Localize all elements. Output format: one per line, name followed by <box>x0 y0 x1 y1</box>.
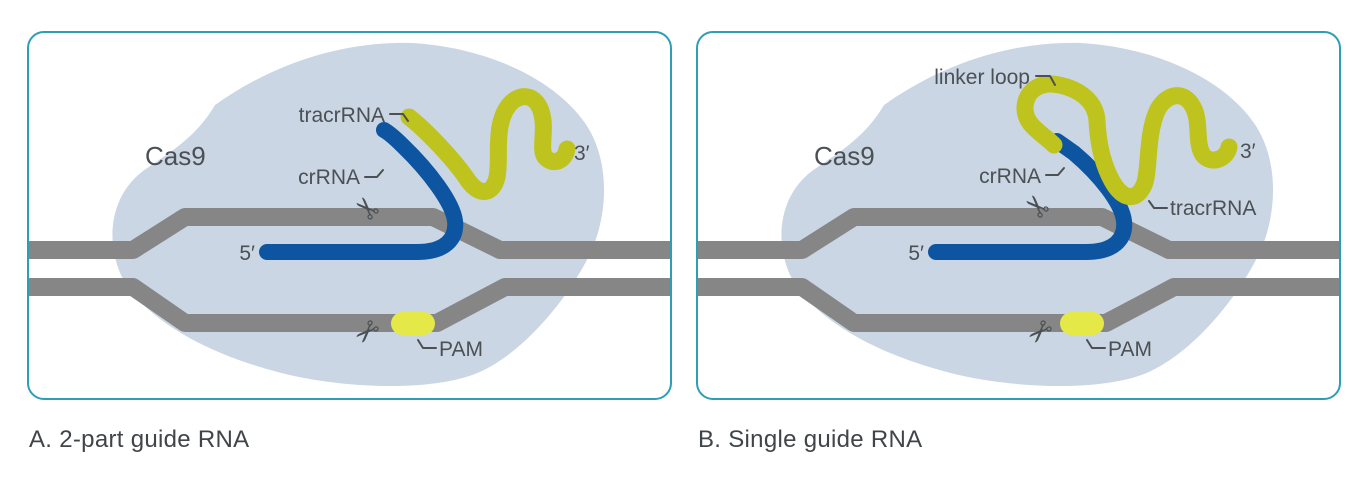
cas9-label: Cas9 <box>145 141 206 171</box>
panel-a-border <box>27 31 672 400</box>
pam-site <box>1060 312 1104 335</box>
panel-b-border <box>696 31 1341 400</box>
linker-loop-label-connector <box>1035 75 1056 86</box>
three-prime-label: 3′ <box>574 142 590 165</box>
pam-label-connector <box>417 339 437 349</box>
tracrrna-label: tracrRNA <box>299 104 385 127</box>
dna-bottom-strand <box>696 278 1341 332</box>
pam-label: PAM <box>1108 338 1152 361</box>
crrna-strand <box>928 133 1133 260</box>
tracrrna-strand-with-linker-loop <box>1016 75 1238 205</box>
crrna-label: crRNA <box>979 165 1041 188</box>
three-prime-label: 3′ <box>1240 140 1256 163</box>
caption-panel-a: A. 2-part guide RNA <box>29 426 250 453</box>
crrna-label-connector <box>1045 167 1065 176</box>
pam-label: PAM <box>439 338 483 361</box>
crrna-label: crRNA <box>298 166 360 189</box>
crrna-label-connector <box>364 169 384 178</box>
pam-label-connector <box>1086 339 1106 349</box>
crrna-strand <box>259 122 464 260</box>
dna-top-strand <box>27 208 672 259</box>
caption-panel-b: B. Single guide RNA <box>698 426 923 453</box>
tracrrna-strand <box>400 88 576 200</box>
panel-b-single-guide-rna: ✂ ✂ Cas9 linker loop crRNA tracrRNA 5′ 3… <box>696 31 1341 400</box>
tracrrna-label-connector <box>1148 200 1168 209</box>
tracrrna-label: tracrRNA <box>1170 197 1256 220</box>
dna-bottom-strand <box>27 278 672 332</box>
tracrrna-label-connector <box>389 113 409 122</box>
linker-loop-label: linker loop <box>934 66 1030 89</box>
panel-a-2part-guide-rna: ✂ ✂ Cas9 tracrRNA crRNA 5′ 3′ PAM <box>27 31 672 400</box>
cas9-label: Cas9 <box>814 141 875 171</box>
five-prime-label: 5′ <box>239 242 255 265</box>
pam-site <box>391 312 435 335</box>
five-prime-label: 5′ <box>908 242 924 265</box>
dna-top-strand <box>696 208 1341 259</box>
